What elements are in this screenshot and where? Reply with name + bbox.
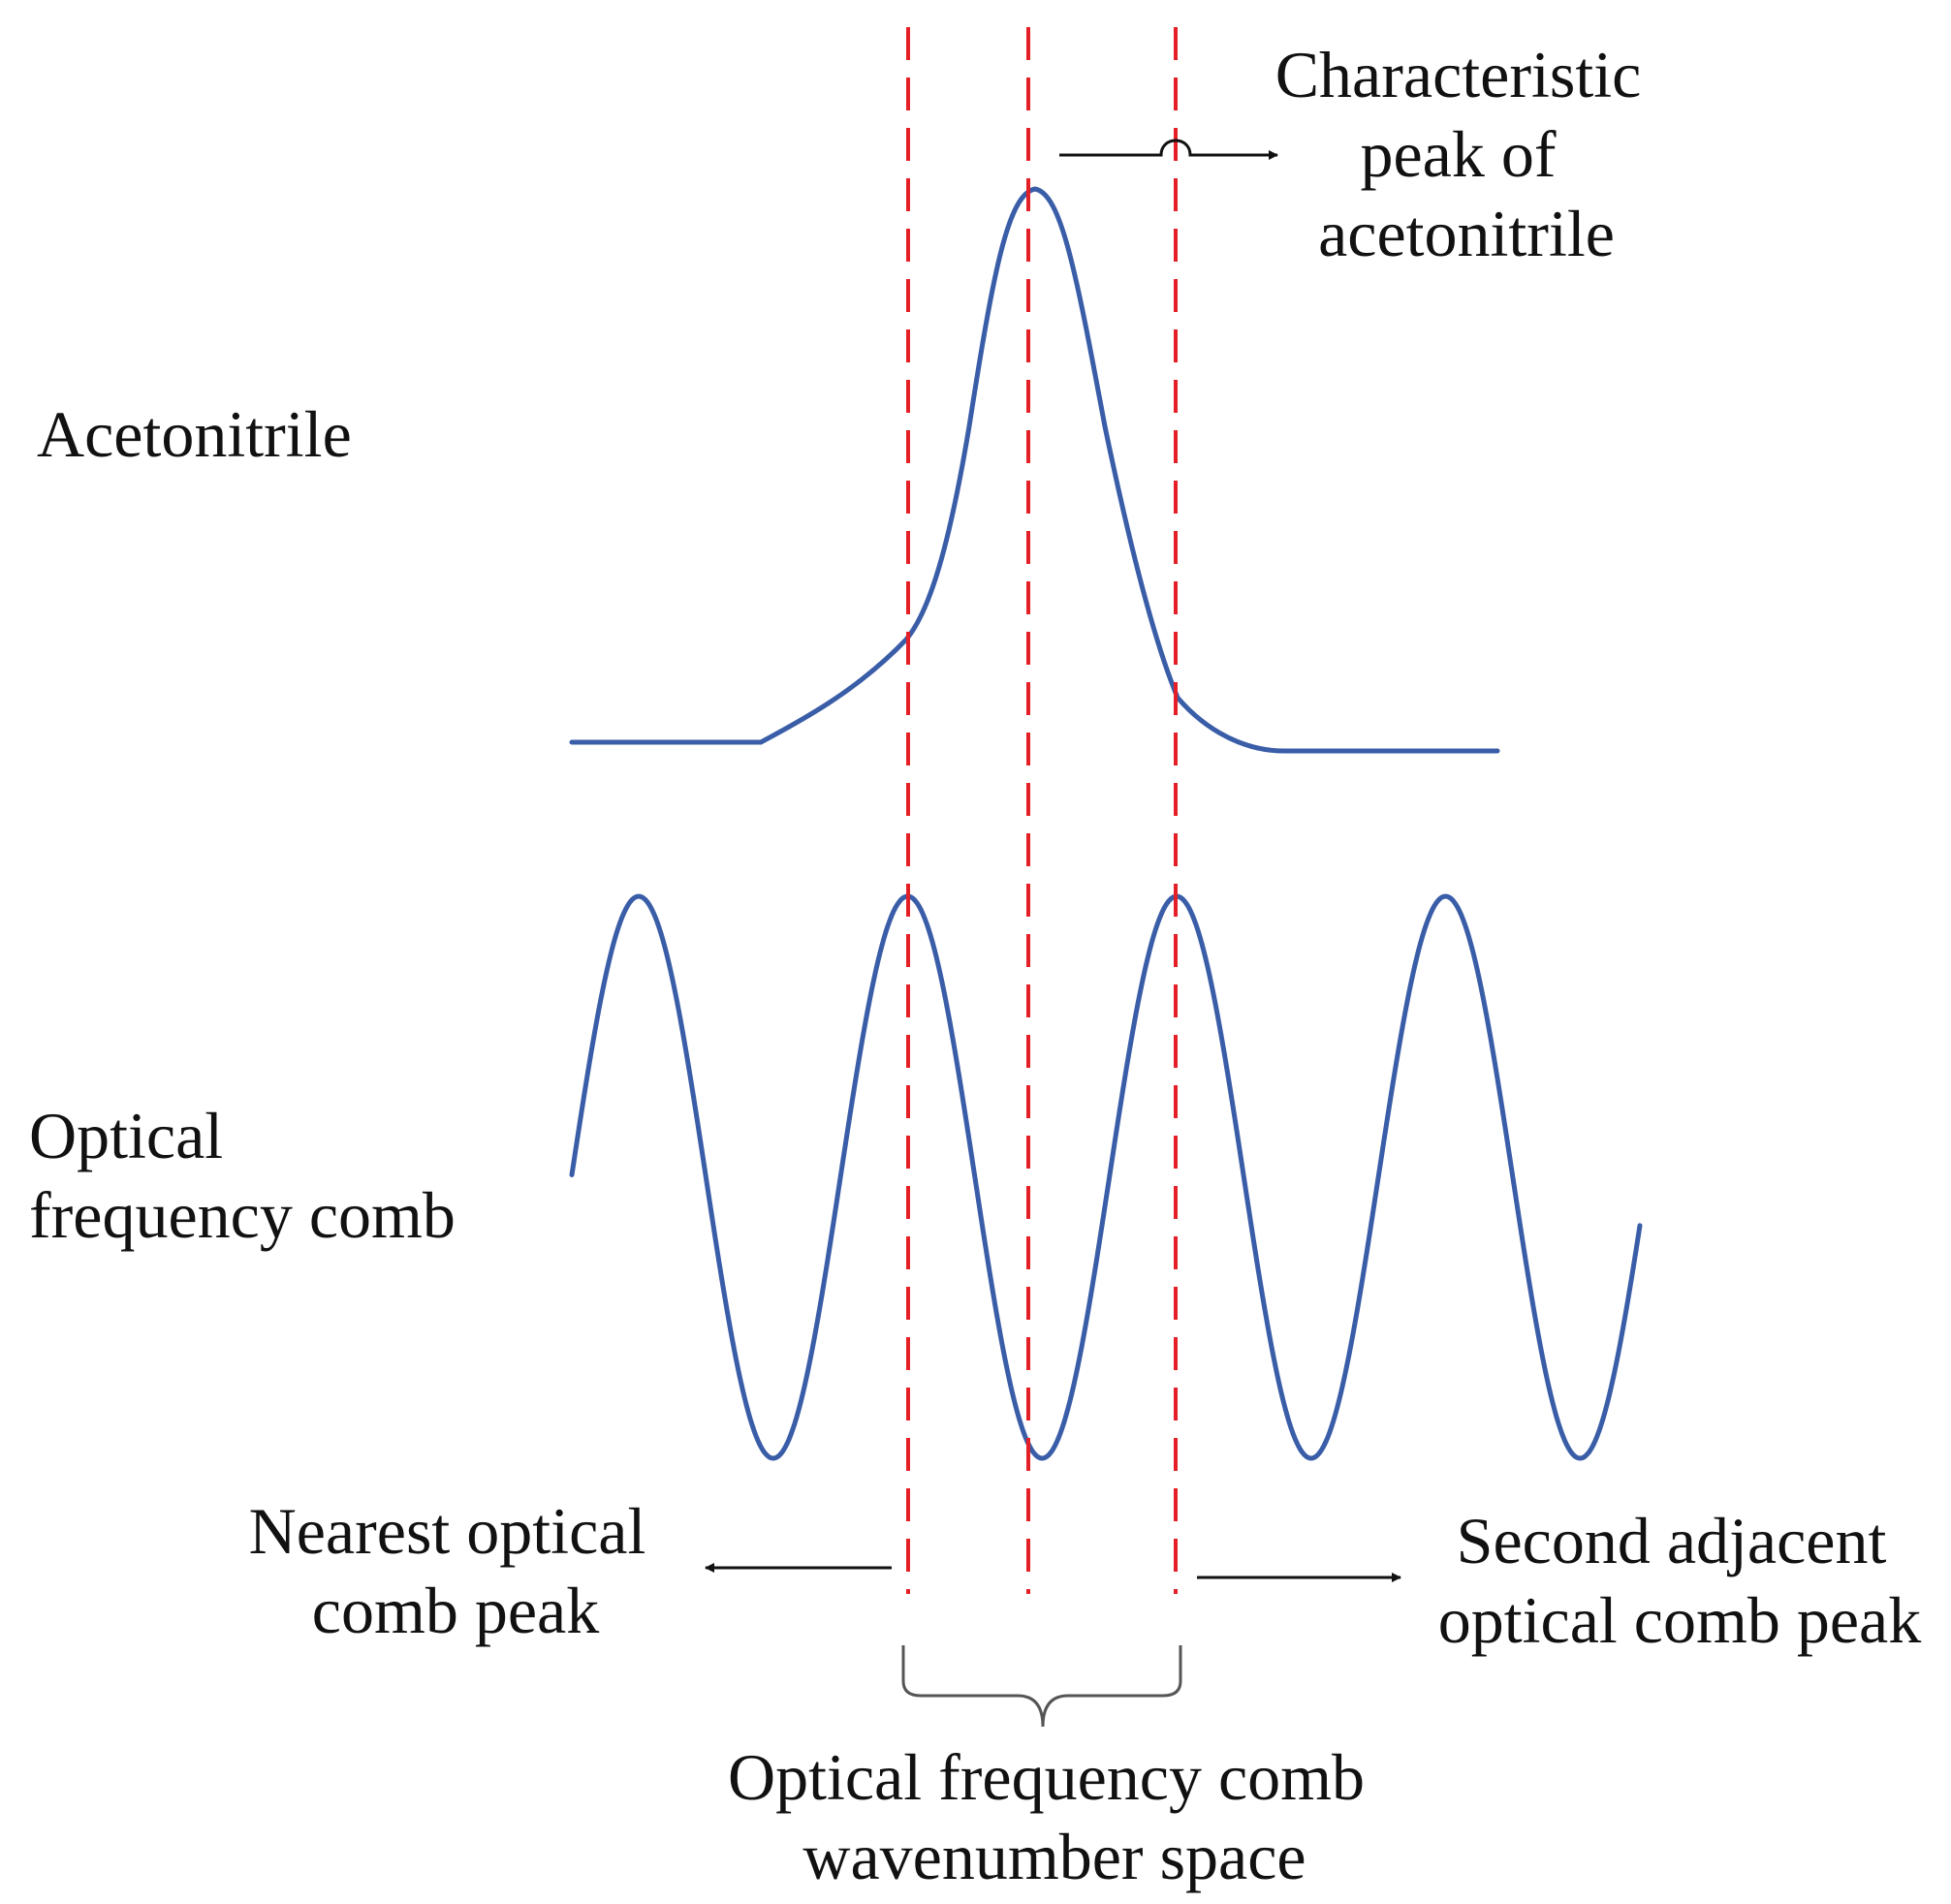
acetonitrile-label: Acetonitrile <box>37 397 352 471</box>
wavenumber-space-brace <box>901 1645 1182 1728</box>
characteristic-peak-arrow <box>1059 139 1278 160</box>
nearest-peak-label: Nearest optical comb peak <box>249 1494 663 1647</box>
characteristic-peak-label: Characteristic peak of acetonitrile <box>1275 38 1658 270</box>
wavenumber-space-label: Optical frequency comb wavenumber space <box>728 1740 1381 1893</box>
second-peak-label: Second adjacent optical comb peak <box>1438 1504 1921 1657</box>
acetonitrile-absorption-curve <box>569 186 1500 754</box>
optical-frequency-comb-wave <box>569 893 1643 1461</box>
optical-comb-label: Optical frequency comb <box>29 1099 456 1252</box>
